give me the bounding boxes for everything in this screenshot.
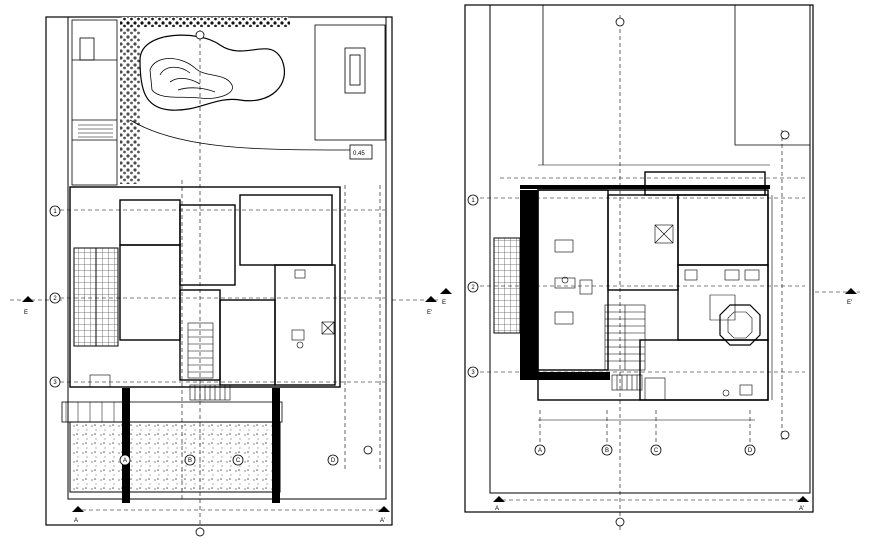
right-grid-bubble-col-c: C: [650, 444, 662, 456]
left-grid-label-col-b: B: [188, 458, 192, 464]
left-dimension-lines: [10, 30, 440, 535]
right-section-arrow-a: [493, 496, 505, 502]
left-grid-bubble-col-b: B: [184, 454, 196, 466]
section-bubbles: [195, 17, 790, 537]
right-dim-ticks: [538, 164, 773, 421]
left-grid-bubble-row-2: 2: [49, 292, 61, 304]
right-grid-bubble-row-2: 2: [467, 281, 479, 293]
left-column-a: [122, 388, 130, 503]
left-section-arrow-e2: [425, 296, 437, 302]
right-bath-unit: [709, 294, 736, 321]
left-section-arrow-a2: [378, 506, 390, 512]
right-stair-2: [611, 374, 643, 391]
right-section-arrow-e: [440, 288, 452, 294]
left-grid-label-col-a: A: [123, 458, 127, 464]
right-plan: [464, 4, 860, 530]
right-grid-columns: A B C D: [534, 444, 756, 456]
right-grid-bubble-col-d: D: [744, 444, 756, 456]
left-fixtures: [89, 269, 335, 388]
left-planting-side: [120, 24, 140, 184]
left-column-b: [272, 388, 280, 503]
left-grid-bubble-col-c: C: [232, 454, 244, 466]
left-level-tag: 0.45: [353, 151, 365, 157]
left-section-label-a2: A': [380, 518, 385, 524]
left-section-arrow-e: [22, 296, 34, 302]
left-terrace: [61, 401, 283, 423]
left-grid-label-col-d: D: [331, 458, 336, 464]
left-front-yard: [69, 421, 281, 493]
left-section-label-e: E: [24, 310, 28, 316]
right-grid-label-col-c: C: [654, 448, 659, 454]
right-section-label-e2: E': [847, 300, 852, 306]
level-tag-box: [349, 144, 373, 160]
right-grid-label-col-d: D: [748, 448, 753, 454]
left-grid-columns: A B C D: [119, 454, 339, 466]
right-grid-bubble-row-1: 1: [467, 194, 479, 206]
right-grid-bubble-col-a: A: [534, 444, 546, 456]
left-grid-label-col-c: C: [236, 458, 241, 464]
right-grid-bubble-row-3: 3: [467, 366, 479, 378]
left-section-label-a: A: [74, 518, 78, 524]
left-bottom-section-bubble: [195, 527, 205, 537]
right-building: [537, 171, 769, 401]
right-thick-wall: [520, 190, 610, 380]
right-hatched-zone: [493, 237, 521, 334]
left-stair: [187, 322, 214, 379]
right-section-label-a: A: [495, 506, 499, 512]
right-neighbour-line: [734, 5, 810, 146]
left-side-section-bubble: [363, 445, 373, 455]
right-section-label-a2: A': [799, 506, 804, 512]
right-grid-label-col-a: A: [538, 448, 542, 454]
right-bottom-section-bubble: [615, 517, 625, 527]
right-grid-bubble-col-b: B: [601, 444, 613, 456]
courtyard-box: [314, 24, 386, 141]
left-grid-bubble-row-3: 3: [49, 376, 61, 388]
left-top-section-bubble: [195, 30, 205, 40]
right-top-section-bubble: [615, 17, 625, 27]
right-side-section-bubble-top: [780, 130, 790, 140]
service-strip: [71, 19, 118, 186]
left-stair-2: [189, 384, 231, 401]
left-grid-rows: 1 2 3: [49, 205, 61, 388]
left-grid-label-row-1: 1: [53, 209, 57, 215]
garden-path: [129, 119, 351, 151]
left-grid-label-row-2: 2: [53, 296, 57, 302]
right-octagon-tub: [719, 304, 761, 346]
right-stair: [604, 304, 646, 371]
courtyard-fountain-inner: [349, 54, 361, 86]
left-section-marks: E E' A A' 0.45: [22, 151, 437, 524]
right-site-boundary: [489, 4, 811, 494]
pool-inner-steps: [149, 58, 233, 99]
right-section-label-e: E: [442, 300, 446, 306]
left-grid-bubble-col-d: D: [327, 454, 339, 466]
right-grid-label-row-2: 2: [471, 285, 475, 291]
right-grid-rows: 1 2 3: [467, 194, 479, 378]
pool-outline: [139, 34, 285, 111]
right-dimension-lines: [480, 15, 860, 530]
right-section-marks: E E' A A': [440, 288, 857, 512]
left-plan: [10, 16, 440, 535]
right-side-section-bubble-bottom: [780, 430, 790, 440]
left-grid-bubble-col-a: A: [119, 454, 131, 466]
left-grid-label-row-3: 3: [53, 380, 57, 386]
left-section-arrow-a: [72, 506, 84, 512]
right-grid-label-col-b: B: [605, 448, 609, 454]
pool-step-lines: [159, 66, 216, 93]
right-grid-label-row-1: 1: [471, 198, 475, 204]
left-section-label-e2: E': [427, 310, 432, 316]
right-grid-label-row-3: 3: [471, 370, 475, 376]
right-fixtures: [554, 224, 760, 401]
left-planting-top: [120, 17, 290, 27]
right-section-arrow-a2: [797, 496, 809, 502]
right-section-arrow-e2: [845, 288, 857, 294]
courtyard-fountain: [344, 47, 366, 94]
left-grid-bubble-row-1: 1: [49, 205, 61, 217]
